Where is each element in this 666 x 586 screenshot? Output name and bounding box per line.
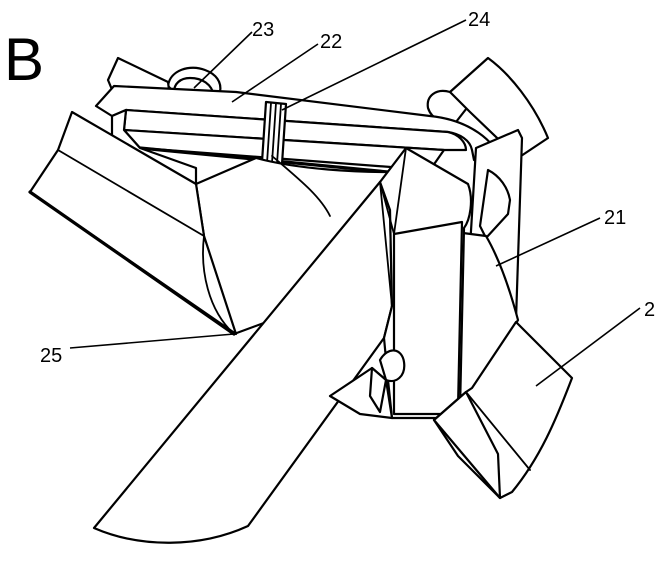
leader-24 [281,19,467,111]
label-2: 2 [644,299,655,321]
arm-2 [432,320,574,500]
arm-2-side [432,390,502,500]
clamp-plate [328,146,473,420]
label-25: 25 [40,345,62,367]
clamp-plate-inner [392,220,464,416]
leader-21 [495,217,601,267]
label-23: 23 [252,19,274,41]
left-box-shadow [28,190,236,336]
frame-inner-rail [122,108,468,152]
label-21: 21 [604,207,626,229]
housing [28,110,396,336]
label-22: 22 [320,31,342,53]
reference-labels: 23 22 24 21 2 25 [40,9,655,367]
leader-lines [69,19,641,387]
leader-22 [231,43,319,103]
leader-23 [193,31,253,89]
panel-letter: B [4,26,44,93]
clamp-knob [378,349,406,383]
upper-right-arm [448,56,550,160]
label-24: 24 [468,9,490,31]
leader-25 [69,333,235,349]
leader-2 [535,307,641,387]
cylinder-cap-curve [202,235,235,335]
body-21-side [478,168,512,240]
